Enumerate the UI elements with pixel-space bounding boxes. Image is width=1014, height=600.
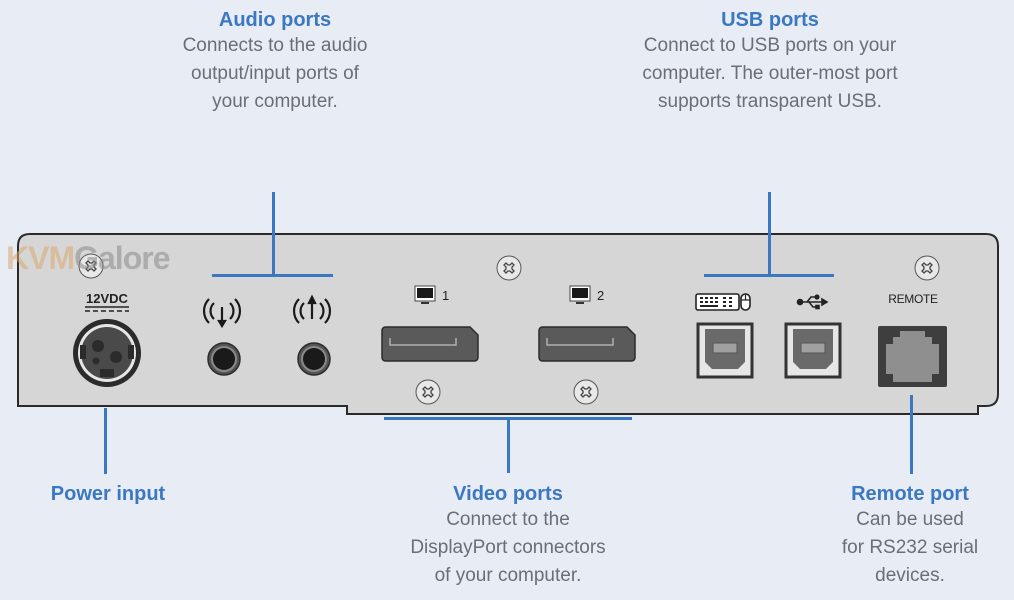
usb-connector-line-vertical [768,192,771,276]
usb-b-port-2[interactable] [784,322,842,379]
remote-port-title: Remote port [851,483,969,505]
power-input-title: Power input [50,483,166,505]
audio-ports-title: Audio ports [218,9,332,31]
audio-out-icon [292,294,332,324]
video-ports-callout: Video ports Connect to the DisplayPort c… [370,482,646,590]
power-connector-line [104,408,107,474]
screw-icon [496,255,522,281]
screw-icon [78,253,104,279]
watermark-kvm: KVM [6,240,75,276]
displayport-2[interactable] [538,326,636,362]
audio-in-icon [202,298,242,329]
power-input-callout: Power input [20,482,196,506]
remote-port-callout: Remote port Can be used for RS232 serial… [810,482,1010,590]
power-label: 12VDC [86,291,129,306]
usb-b-port-1[interactable] [696,322,754,379]
video-ports-title: Video ports [453,483,563,505]
usb-ports-description: Connect to USB ports on your computer. T… [642,35,898,112]
keyboard-mouse-icon [695,293,751,311]
usb-icon [796,294,829,310]
monitor-icon [414,285,436,304]
audio-out-jack[interactable] [297,342,331,376]
screw-icon [415,379,441,405]
audio-in-jack[interactable] [207,342,241,376]
power-connector[interactable] [73,319,141,387]
video-ports-description: Connect to the DisplayPort connectors of… [410,509,606,586]
usb-ports-callout: USB ports Connect to USB ports on your c… [600,8,940,116]
remote-connector-line [910,395,913,474]
remote-port-description: Can be used for RS232 serial devices. [841,509,979,586]
watermark: KVMGalore [6,240,170,277]
remote-rj-port[interactable] [878,326,947,387]
screw-icon [573,379,599,405]
audio-connector-line-horizontal [212,274,333,277]
audio-ports-callout: Audio ports Connects to the audio output… [140,8,410,116]
video-port-2-label: 2 [597,288,604,303]
displayport-1[interactable] [381,326,479,362]
remote-label: REMOTE [888,292,938,306]
monitor-icon [569,285,591,304]
watermark-galore: Galore [74,240,170,276]
video-connector-line-vertical [507,417,510,473]
video-port-1-label: 1 [442,288,449,303]
audio-ports-description: Connects to the audio output/input ports… [182,35,368,112]
audio-connector-line-vertical [272,192,275,276]
usb-ports-title: USB ports [721,9,819,31]
usb-connector-line-horizontal [704,274,834,277]
screw-icon [914,255,940,281]
